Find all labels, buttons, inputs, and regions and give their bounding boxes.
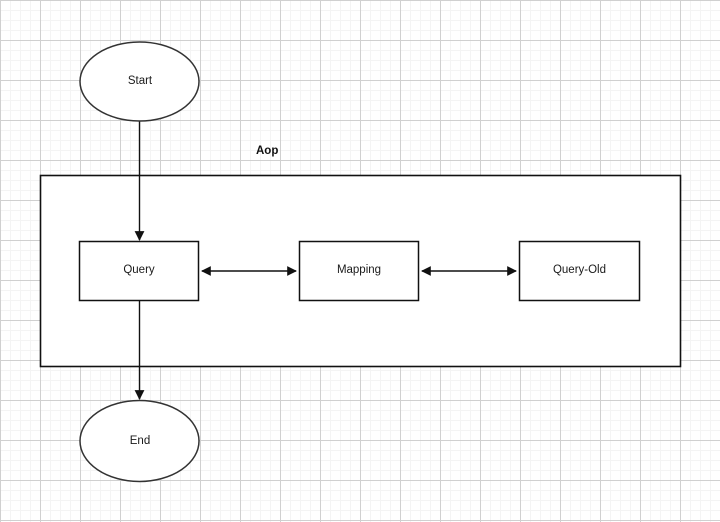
node-start[interactable] [79,41,200,122]
node-mapping[interactable] [298,240,420,302]
node-end[interactable] [79,399,200,483]
node-query-old[interactable] [518,240,641,302]
group-label-aop: Aop [256,145,279,157]
node-query[interactable] [78,240,200,302]
